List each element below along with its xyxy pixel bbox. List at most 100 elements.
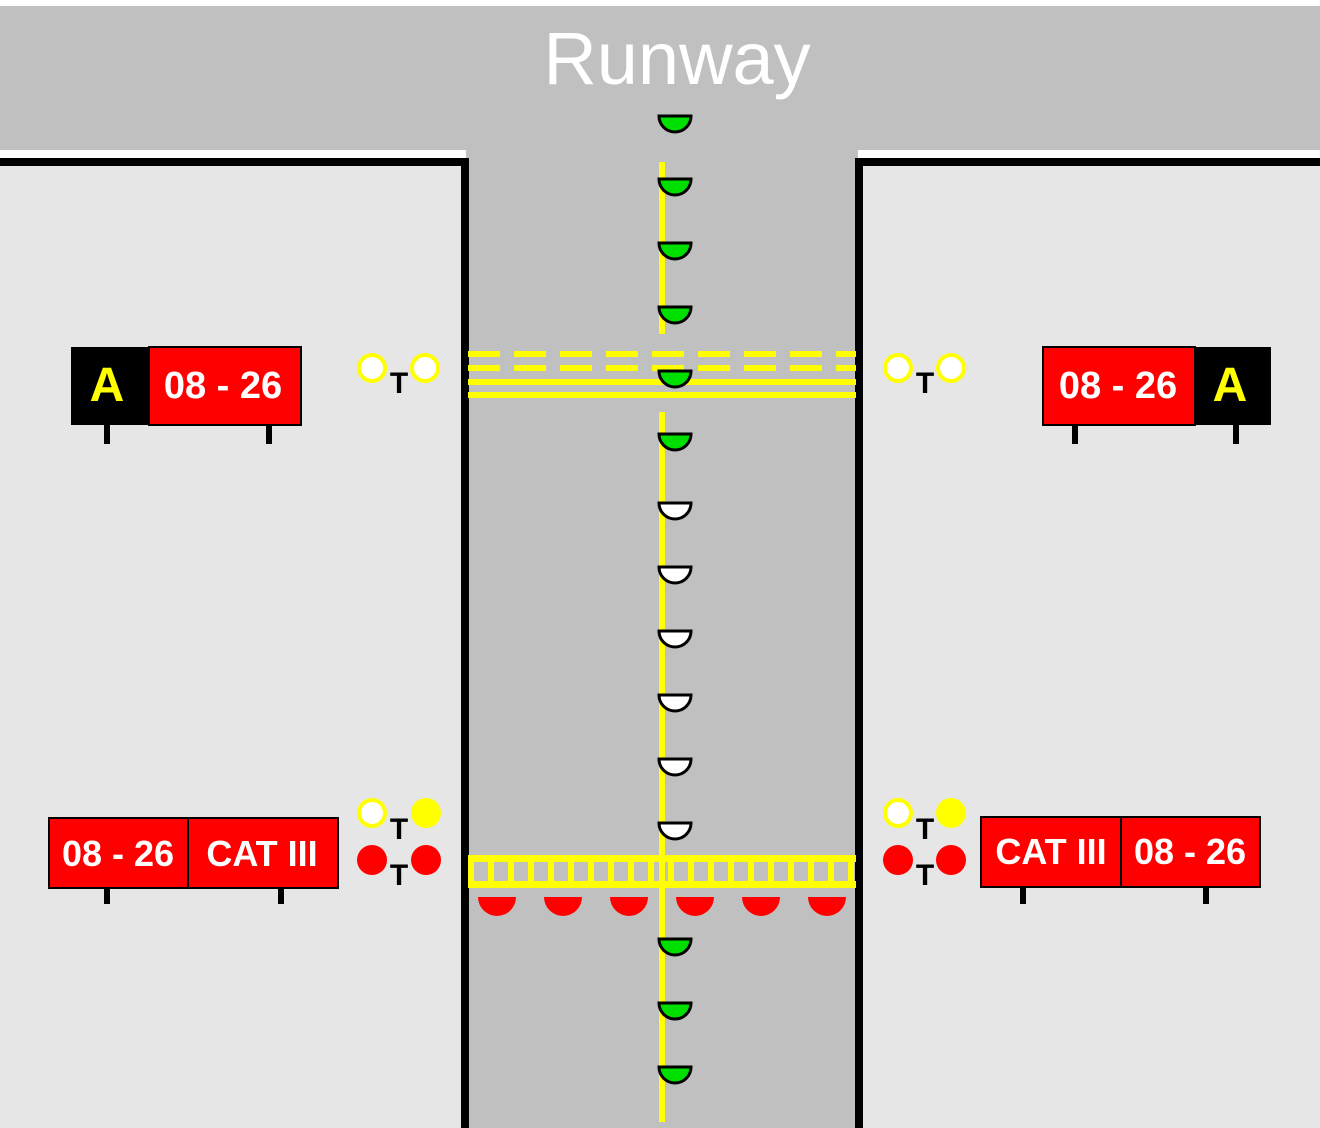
- guard-lamp: [410, 353, 440, 383]
- designator-sign-text: 08 - 26: [62, 833, 174, 874]
- sign-post: [1203, 884, 1209, 904]
- holding-dash: [744, 365, 776, 371]
- holding-solid-line: [468, 392, 856, 398]
- holding-dash: [606, 351, 638, 357]
- ils-marking-rung: [728, 855, 734, 888]
- holding-dash: [560, 351, 592, 357]
- guard-light-label: T: [916, 813, 934, 846]
- centerline-light-off: [657, 629, 693, 649]
- ils-marking-rung: [708, 855, 714, 888]
- holding-dash: [560, 365, 592, 371]
- ils-marking-rung: [848, 855, 854, 888]
- sign-lower-left: 08 - 26 CAT III: [48, 817, 339, 904]
- holding-dash: [836, 365, 856, 371]
- taxiway-edge-left: [461, 158, 469, 1128]
- sign-lower-right: CAT III 08 - 26: [980, 816, 1261, 904]
- guard-lamp-yellow-on: [936, 798, 966, 828]
- taxiway-edge-right: [855, 158, 863, 1128]
- sign-upper-right: 08 - 26 A: [1042, 346, 1271, 444]
- designator-sign-panel: [1120, 816, 1261, 888]
- category-sign-panel: [980, 816, 1122, 888]
- runway-guard-light-upper-left: T: [357, 353, 440, 400]
- centerline-light-on: [657, 369, 693, 389]
- runway-edge-white-left: [0, 150, 466, 158]
- centerline-light-on: [657, 177, 693, 197]
- holding-dash: [790, 351, 822, 357]
- guard-lamp-yellow-off: [883, 798, 913, 828]
- holding-dash: [790, 365, 822, 371]
- category-sign-text: CAT III: [206, 833, 317, 874]
- centerline-light-off: [657, 757, 693, 777]
- stop-bar-light: [478, 897, 516, 916]
- guard-lamp: [883, 353, 913, 383]
- holding-dash: [606, 365, 638, 371]
- mandatory-sign-panel: [148, 346, 302, 426]
- ils-marking-rung: [568, 855, 574, 888]
- ils-marking-rung: [808, 855, 814, 888]
- sign-post: [278, 886, 284, 904]
- ils-marking-rung: [528, 855, 534, 888]
- centerline-light-off: [657, 693, 693, 713]
- centerline-light-on: [657, 305, 693, 325]
- centerline-light-on: [657, 432, 693, 452]
- location-sign-text: A: [90, 359, 125, 412]
- guard-light-label: T: [390, 859, 408, 892]
- ils-marking-rung: [688, 855, 694, 888]
- guard-lamp-red-on: [411, 845, 441, 875]
- guard-light-label: T: [916, 859, 934, 892]
- guard-lamp-red-on: [936, 845, 966, 875]
- centerline-light-on: [657, 114, 693, 134]
- mandatory-sign-text: 08 - 26: [164, 365, 282, 407]
- stop-bar-light: [742, 897, 780, 916]
- ils-marking-rung: [608, 855, 614, 888]
- stop-bar-light: [676, 897, 714, 916]
- sign-post: [1233, 424, 1239, 444]
- guard-lamp: [357, 353, 387, 383]
- holding-dash: [698, 351, 730, 357]
- holding-dash: [652, 351, 684, 357]
- location-sign-panel: [71, 347, 149, 425]
- category-sign-panel: [187, 817, 339, 889]
- holding-dash: [514, 365, 546, 371]
- runway-top-edge: [0, 0, 1320, 6]
- stop-bar-light: [808, 897, 846, 916]
- ils-marking-rung: [768, 855, 774, 888]
- designator-sign-panel: [48, 817, 189, 889]
- lower-holding-position-marking: [468, 855, 856, 888]
- guard-light-label: T: [916, 367, 934, 400]
- sign-upper-left: A 08 - 26: [71, 346, 302, 444]
- ils-marking-rail: [468, 881, 856, 888]
- centerline-light-off: [657, 565, 693, 585]
- runway-edge-white-right: [858, 150, 1320, 158]
- ils-marking-rung: [788, 855, 794, 888]
- stop-bar-light: [610, 897, 648, 916]
- mandatory-sign-text: 08 - 26: [1059, 365, 1177, 407]
- sign-post: [1072, 424, 1078, 444]
- holding-dash: [652, 365, 684, 371]
- ils-marking-rung: [488, 855, 494, 888]
- centerline-light-off: [657, 821, 693, 841]
- ils-marking-rung: [668, 855, 674, 888]
- guard-light-label: T: [390, 367, 408, 400]
- location-sign-panel: [1195, 347, 1271, 425]
- guard-lamp-yellow-off: [357, 798, 387, 828]
- designator-sign-text: 08 - 26: [1134, 831, 1246, 872]
- runway-guard-light-upper-right: T: [883, 353, 966, 400]
- centerline-lights: [657, 114, 693, 1085]
- guard-lamp-red-on: [883, 845, 913, 875]
- holding-dash: [698, 365, 730, 371]
- stop-bar-light: [544, 897, 582, 916]
- ils-marking-rung: [748, 855, 754, 888]
- ils-marking-rung: [548, 855, 554, 888]
- holding-dash: [514, 351, 546, 357]
- sign-post: [104, 886, 110, 904]
- runway-guard-light-lower-left: T T: [357, 798, 441, 892]
- location-sign-text: A: [1213, 359, 1248, 412]
- guard-lamp-red-on: [357, 845, 387, 875]
- stop-bar-lights: [478, 897, 846, 916]
- runway-label: Runway: [543, 17, 810, 100]
- holding-dash: [468, 351, 500, 357]
- holding-dash: [468, 365, 500, 371]
